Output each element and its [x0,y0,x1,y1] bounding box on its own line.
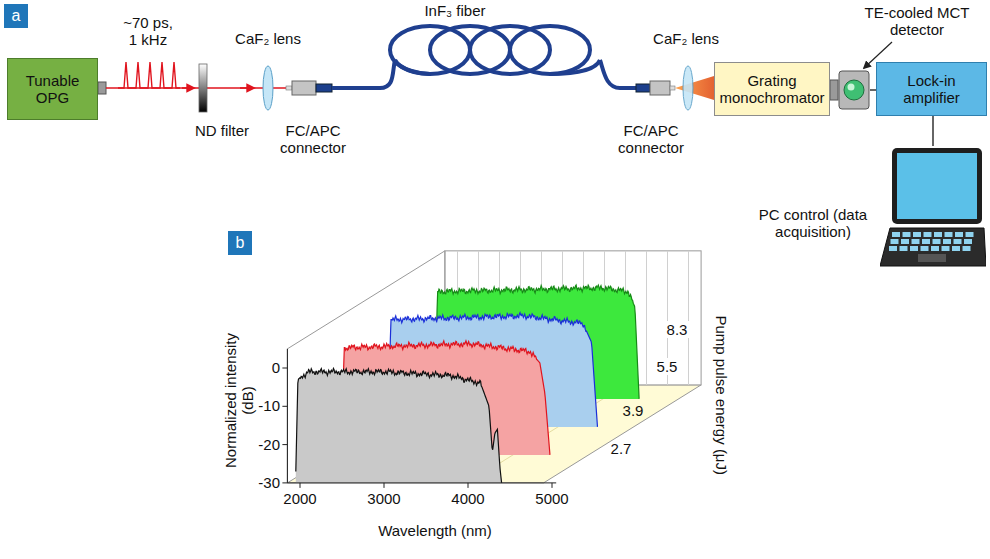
tick-label: -10 [240,397,280,414]
tick-mark [282,406,287,407]
fc-apc-ferrule [286,86,292,90]
box-label: Lock-in amplifier [877,72,986,107]
part-label: CaF₂ lens [646,30,726,47]
part-label: CaF₂ lens [228,30,308,47]
tick-mark [552,483,553,488]
panel-tag: a [4,4,28,28]
detector-mount [830,80,838,100]
inf3-fiber [395,60,600,74]
waterfall-chart [282,251,701,488]
tick-label: 8.3 [662,321,692,338]
part-label: ND filter [182,122,262,139]
connector-boot [636,84,650,92]
fc-apc-connector [650,81,670,95]
tick-label: 3000 [359,490,409,507]
tick-label: 2.7 [606,440,636,457]
tick-label: -20 [240,436,280,453]
component-label: TE-cooled MCT detector [862,4,972,39]
spectrum-fill [296,368,502,482]
nd-filter [199,64,207,112]
tick-label: 8.3 [665,321,690,338]
grid-line [688,251,689,385]
box-label: a [4,7,28,25]
laptop-icon: PC control (data acquisition) [880,146,986,270]
tick-label: -30 [240,474,280,491]
caf2-lens [263,66,273,110]
signal-cable [932,116,934,146]
opg-port [98,82,106,94]
box-label: b [228,234,252,252]
tick-label: 0 [240,359,280,376]
tick-mark [282,482,287,483]
beam-arrow [182,87,194,89]
tick-label: 5.5 [655,358,680,375]
part-label: FC/APC connector [268,122,358,157]
laser-source-box: Tunable OPG [7,58,98,120]
fc-apc-connector [292,81,316,95]
amplifier-box: Lock-in amplifier [876,62,987,116]
detector-symbol-outline [838,70,870,110]
pulse-train [118,62,180,88]
fc-apc-ferrule [670,86,675,90]
part-label: FC/APC connector [606,122,696,157]
tick-label: 5.5 [652,358,682,375]
component-label: PC control (data acquisition) [750,206,876,241]
tick-mark [282,444,287,445]
tick-mark [300,483,301,488]
box-label: Grating monochromator [715,72,829,107]
output-beam [675,76,714,100]
tick-label: 5000 [527,490,577,507]
tick-label: 3.9 [618,402,648,419]
part-label: ~70 ps, 1 kHz [117,14,179,49]
caf2-lens [683,66,693,110]
part-label: InF₃ fiber [405,2,505,19]
beam-arrow [240,87,254,89]
connector-boot [316,84,332,92]
detector-symbol: TE-cooled MCT detector [838,70,870,110]
axis-title: Normalized intensity (dB) [223,320,256,480]
x-axis [287,482,556,483]
laptop-icon-outline [880,146,986,270]
tick-mark [468,483,469,488]
box-label: Tunable OPG [8,72,97,107]
spectrum-line [296,368,502,482]
tick-label: Wavelength (nm) [350,522,520,539]
y-axis [287,349,288,483]
tick-label: 2000 [275,490,325,507]
panel-tag: b [228,231,252,255]
axis-title: Pump pulse energy (μJ) [713,310,730,480]
tick-mark [384,483,385,488]
tick-label: 4000 [443,490,493,507]
grid-line [646,251,647,385]
tick-mark [282,368,287,369]
monochromator-box: Grating monochromator [714,62,830,116]
fiber-coil [510,26,590,74]
